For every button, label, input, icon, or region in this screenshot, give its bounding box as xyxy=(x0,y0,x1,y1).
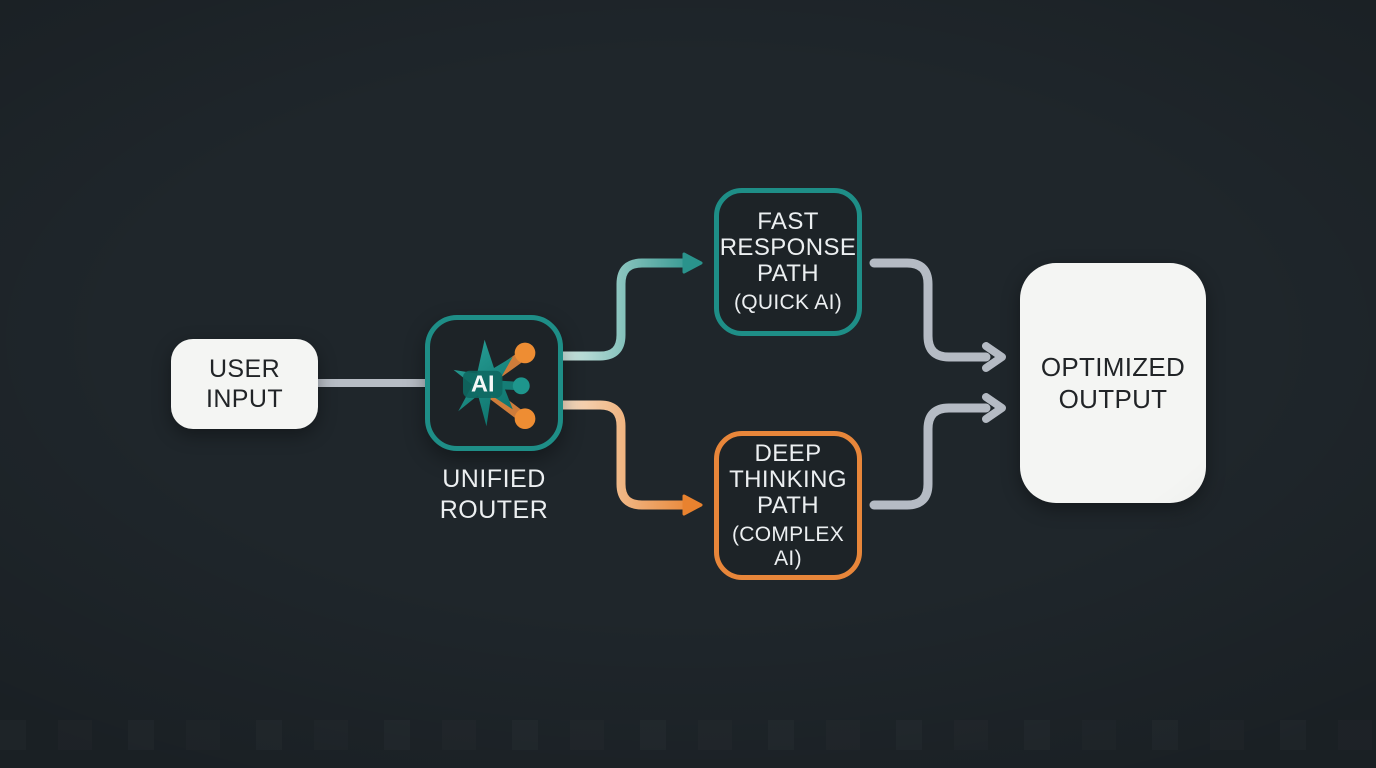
deep-label-subtitle: (COMPLEX AI) xyxy=(731,522,845,570)
edge-deep-to-output xyxy=(869,393,1006,510)
node-deep-thinking-path: DEEP THINKING PATH (COMPLEX AI) xyxy=(714,431,862,580)
fast-label-line1: FAST xyxy=(757,208,819,235)
fast-label-line3: PATH xyxy=(756,260,820,287)
router-label-line1: UNIFIED xyxy=(442,465,546,493)
node-unified-router: AI xyxy=(425,315,563,451)
ai-router-icon: AI xyxy=(453,339,536,430)
fast-label-line2: RESPONSE xyxy=(719,234,857,261)
node-optimized-output: OPTIMIZED OUTPUT xyxy=(1020,263,1206,503)
user-input-label-line1: USER xyxy=(208,355,281,383)
user-input-label-line2: INPUT xyxy=(206,385,283,413)
node-user-input: USER INPUT xyxy=(171,339,318,429)
deep-label-line1: DEEP xyxy=(754,439,822,467)
router-node-mid xyxy=(512,377,530,395)
output-label-line1: OPTIMIZED xyxy=(1040,352,1186,382)
router-label-line2: ROUTER xyxy=(439,496,549,524)
ai-icon-label: AI xyxy=(471,370,495,396)
node-fast-response-path: FAST RESPONSE PATH (QUICK AI) xyxy=(714,188,862,336)
router-node-top xyxy=(514,342,536,364)
background-skyline-texture xyxy=(0,720,1376,750)
output-label-line2: OUTPUT xyxy=(1058,384,1168,414)
edge-router-to-deep xyxy=(558,400,703,516)
edge-router-to-fast xyxy=(558,252,703,361)
unified-router-label: UNIFIED ROUTER xyxy=(409,464,579,526)
deep-label-line3: PATH xyxy=(756,491,820,519)
fast-label-subtitle: (QUICK AI) xyxy=(733,291,842,314)
edge-fast-to-output xyxy=(869,258,1006,372)
router-node-bottom xyxy=(514,408,536,430)
deep-label-line2: THINKING xyxy=(729,465,847,493)
